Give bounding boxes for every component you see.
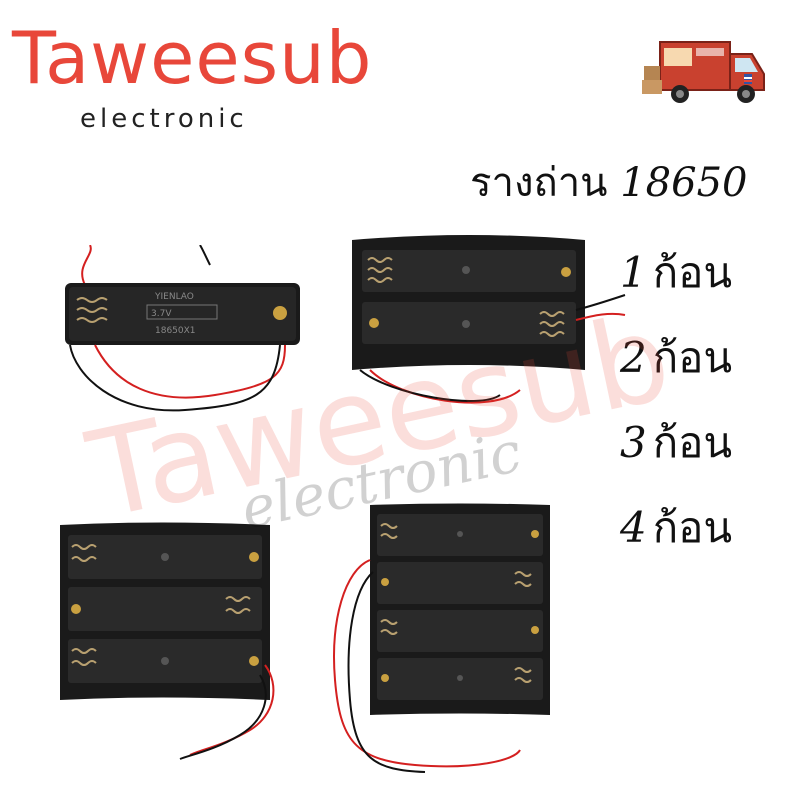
battery-holder-3-cell <box>60 522 275 760</box>
option-number: 1 <box>620 248 647 297</box>
product-title: รางถ่าน 18650 <box>470 150 747 214</box>
battery-holder-1-cell: YIENLAO 3.7V 18650X1 <box>65 245 300 412</box>
delivery-truck-icon <box>642 41 765 103</box>
option-unit: ก้อน <box>652 503 733 552</box>
option-unit: ก้อน <box>652 333 733 382</box>
brand-logo-subtitle: electronic <box>80 104 248 134</box>
battery-holder-2-cell <box>352 235 626 404</box>
holder-1-voltage: 3.7V <box>151 309 172 319</box>
option-number: 4 <box>620 503 647 552</box>
holder-1-model: 18650X1 <box>155 326 196 336</box>
battery-holder-4-cell <box>333 503 550 773</box>
option-unit: ก้อน <box>652 248 733 297</box>
holder-1-brand: YIENLAO <box>154 292 194 302</box>
product-title-text: รางถ่าน <box>470 160 621 206</box>
product-title-number: 18650 <box>620 160 748 206</box>
option-number: 2 <box>620 333 647 382</box>
option-number: 3 <box>620 418 647 467</box>
option-unit: ก้อน <box>652 418 733 467</box>
brand-logo-name: Taweesub <box>12 16 373 100</box>
